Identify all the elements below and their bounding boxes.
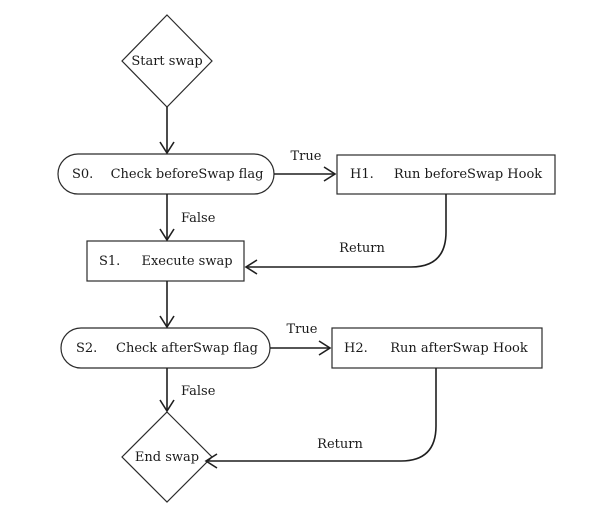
h2-box: [331, 327, 543, 369]
s1-label: Execute swap: [141, 254, 232, 269]
node-end: End swap: [121, 411, 213, 503]
edge-h1-s1: Return: [244, 194, 447, 275]
h1-label: Run beforeSwap Hook: [394, 167, 542, 182]
edge-s0-h1-label: True: [291, 149, 322, 164]
s2-label: Check afterSwap flag: [116, 341, 258, 356]
edge-s2-end: False: [159, 368, 216, 413]
node-s1: S1. Execute swap: [86, 240, 245, 282]
end-diamond: [121, 411, 213, 503]
edge-s0-s1-label: False: [181, 211, 216, 226]
node-s2: S2. Check afterSwap flag: [60, 327, 271, 369]
edge-h2-end-label: Return: [317, 437, 363, 452]
node-start: Start swap: [121, 14, 213, 108]
s1-id: S1.: [99, 254, 120, 269]
edge-s2-h2-label: True: [287, 322, 318, 337]
edge-s2-h2: True: [270, 322, 332, 356]
h1-box: [336, 154, 556, 195]
node-h1: H1. Run beforeSwap Hook: [336, 154, 556, 195]
edge-s1-s2: [159, 281, 175, 329]
node-s0: S0. Check beforeSwap flag: [57, 153, 275, 195]
edge-h2-end: Return: [204, 368, 437, 469]
edge-h1-s1-label: Return: [339, 241, 385, 256]
edge-s0-s1: False: [159, 194, 216, 242]
s0-id: S0.: [72, 167, 93, 182]
s1-box: [86, 240, 245, 282]
start-label: Start swap: [131, 54, 202, 69]
edge-s0-h1: True: [274, 149, 337, 182]
s2-id: S2.: [76, 341, 97, 356]
s0-label: Check beforeSwap flag: [111, 167, 264, 182]
h2-id: H2.: [344, 341, 368, 356]
edge-s2-end-label: False: [181, 384, 216, 399]
edge-start-s0: [159, 107, 175, 155]
h2-label: Run afterSwap Hook: [390, 341, 528, 356]
h1-id: H1.: [350, 167, 374, 182]
end-label: End swap: [135, 450, 199, 465]
node-h2: H2. Run afterSwap Hook: [331, 327, 543, 369]
